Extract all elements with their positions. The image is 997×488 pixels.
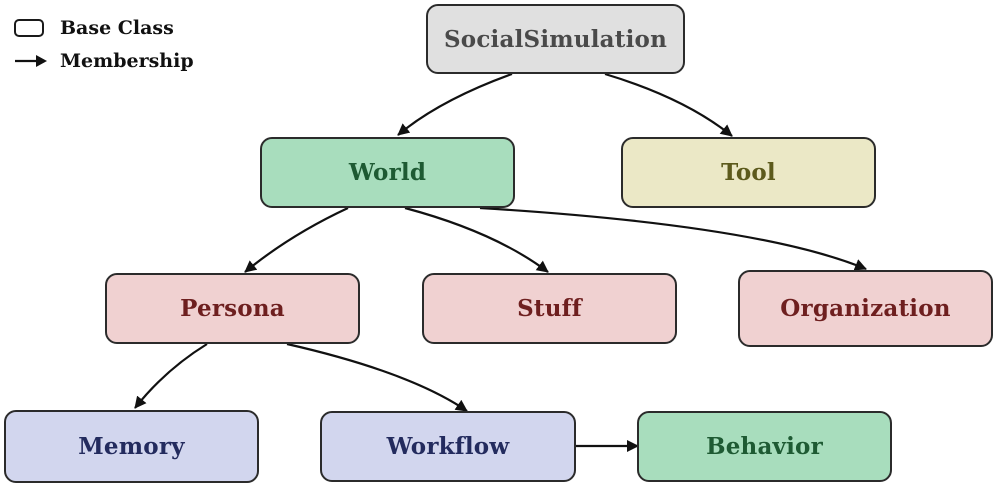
edge-world-organization <box>479 206 867 271</box>
node-tool-label: Tool <box>721 159 776 186</box>
node-stuff: Stuff <box>422 273 677 344</box>
edge-socialsimulation-world <box>397 72 513 136</box>
legend: Base Class Membership <box>14 14 214 84</box>
edge-world-persona <box>244 207 349 273</box>
node-persona-label: Persona <box>180 295 285 322</box>
node-behavior: Behavior <box>637 411 892 482</box>
node-memory-label: Memory <box>78 433 185 460</box>
node-socialsimulation: SocialSimulation <box>426 4 685 74</box>
node-socialsimulation-label: SocialSimulation <box>443 25 667 53</box>
node-memory: Memory <box>4 410 259 483</box>
legend-membership: Membership <box>14 50 194 72</box>
edge-socialsimulation-tool <box>604 72 733 137</box>
node-organization-label: Organization <box>780 295 951 322</box>
node-stuff-label: Stuff <box>517 295 582 322</box>
node-world-label: World <box>348 159 427 186</box>
legend-base-class-label: Base Class <box>60 17 174 39</box>
legend-base-class: Base Class <box>14 17 174 39</box>
node-tool: Tool <box>621 137 876 208</box>
node-workflow: Workflow <box>320 411 576 482</box>
node-workflow-label: Workflow <box>386 433 510 460</box>
base-class-swatch-icon <box>14 19 44 37</box>
legend-membership-label: Membership <box>60 50 194 72</box>
node-world: World <box>260 137 515 208</box>
node-persona: Persona <box>105 273 360 344</box>
edge-persona-workflow <box>286 342 468 412</box>
edge-persona-memory <box>134 343 208 409</box>
node-organization: Organization <box>738 270 993 347</box>
edge-world-stuff <box>404 206 549 273</box>
membership-arrow-icon <box>15 55 47 67</box>
node-behavior-label: Behavior <box>706 433 823 460</box>
